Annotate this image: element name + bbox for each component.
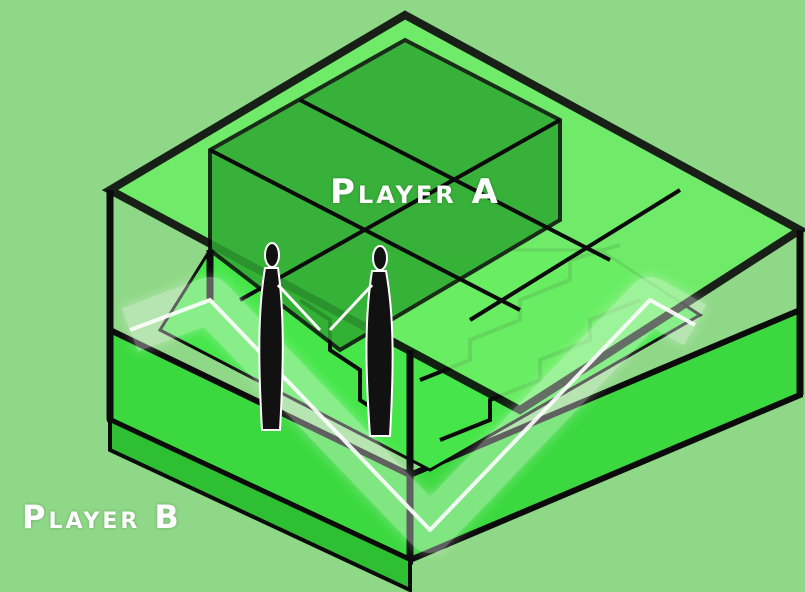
player-a-label: Player A bbox=[330, 172, 501, 212]
player-b-label: Player B bbox=[22, 498, 182, 536]
